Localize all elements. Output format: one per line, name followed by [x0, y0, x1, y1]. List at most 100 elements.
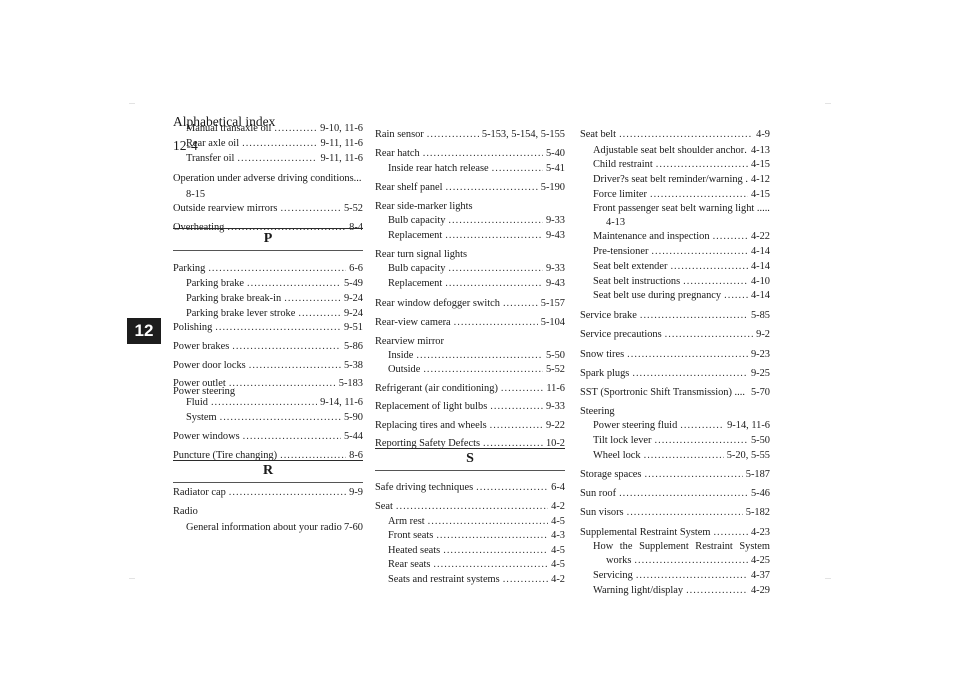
- index-entry[interactable]: Parking6-6: [173, 262, 363, 276]
- index-entry[interactable]: Outside rearview mirrors5-52: [173, 202, 363, 216]
- index-entry[interactable]: Heated seats4-5: [388, 544, 565, 558]
- index-entry[interactable]: Inside rear hatch release5-41: [388, 162, 565, 176]
- index-entry[interactable]: Replacement9-43: [388, 229, 565, 243]
- index-term: Snow tires: [580, 349, 625, 360]
- index-entry[interactable]: Seat belt4-9: [580, 128, 770, 142]
- index-entry[interactable]: 8-15: [186, 188, 363, 202]
- index-term: Sun visors: [580, 507, 624, 518]
- index-entry[interactable]: Spark plugs9-25: [580, 367, 770, 381]
- index-entry[interactable]: Transfer oil9-11, 11-6: [186, 152, 363, 166]
- index-entry[interactable]: Service precautions9-2: [580, 328, 770, 342]
- index-entry[interactable]: Rear shelf panel5-190: [375, 181, 565, 195]
- index-entry[interactable]: Seat belt extender4-14: [593, 260, 770, 274]
- index-entry[interactable]: Safe driving techniques6-4: [375, 481, 565, 495]
- index-entry[interactable]: Parking brake break-in9-24: [186, 292, 363, 306]
- index-entry[interactable]: Front passenger seat belt warning light …: [593, 202, 770, 216]
- index-entry[interactable]: Power steering: [173, 385, 363, 399]
- index-entry[interactable]: Rear turn signal lights: [375, 248, 565, 262]
- index-entry[interactable]: Power windows5-44: [173, 430, 363, 444]
- index-entry[interactable]: Steering: [580, 405, 770, 419]
- index-entry[interactable]: Driver?s seat belt reminder/warning . 4-…: [593, 173, 770, 187]
- chapter-tab[interactable]: 12: [127, 318, 161, 344]
- index-entry[interactable]: Manual transaxle oil9-10, 11-6: [186, 122, 363, 136]
- index-entry[interactable]: Power outlet5-183: [173, 377, 363, 391]
- index-entry[interactable]: Power steering fluid9-14, 11-6: [593, 419, 770, 433]
- index-page-ref: 4-14: [750, 290, 770, 301]
- index-entry[interactable]: Storage spaces5-187: [580, 468, 770, 482]
- index-entry[interactable]: Radiator cap9-9: [173, 486, 363, 500]
- section-letter: R: [262, 463, 274, 478]
- dot-leader: [232, 340, 341, 354]
- index-entry[interactable]: Operation under adverse driving conditio…: [173, 172, 363, 186]
- index-entry[interactable]: System5-90: [186, 411, 363, 425]
- index-entry[interactable]: Parking brake5-49: [186, 277, 363, 291]
- index-entry[interactable]: Child restraint4-15: [593, 158, 770, 172]
- dot-leader: [298, 307, 341, 321]
- index-entry[interactable]: Adjustable seat belt shoulder anchor. 4-…: [593, 144, 770, 158]
- index-entry[interactable]: Seat belt use during pregnancy4-14: [593, 289, 770, 303]
- index-entry[interactable]: Pre-tensioner4-14: [593, 245, 770, 259]
- index-entry[interactable]: Replacing tires and wheels9-22: [375, 419, 565, 433]
- index-entry[interactable]: Bulb capacity9-33: [388, 214, 565, 228]
- index-entry[interactable]: Seat4-2: [375, 500, 565, 514]
- dot-leader: [619, 487, 748, 501]
- index-page-ref: 4-12: [750, 174, 770, 185]
- index-entry[interactable]: Rear seats4-5: [388, 558, 565, 572]
- index-entry[interactable]: Rear hatch5-40: [375, 147, 565, 161]
- index-entry[interactable]: Power door locks5-38: [173, 359, 363, 373]
- index-entry[interactable]: Bulb capacity9-33: [388, 262, 565, 276]
- index-entry[interactable]: Seats and restraint systems4-2: [388, 573, 565, 587]
- index-entry[interactable]: Force limiter4-15: [593, 188, 770, 202]
- index-entry[interactable]: Rear window defogger switch5-157: [375, 297, 565, 311]
- dot-leader: [454, 316, 538, 330]
- index-term: Outside: [388, 364, 421, 375]
- index-entry[interactable]: Refrigerant (air conditioning)11-6: [375, 382, 565, 396]
- index-entry[interactable]: Radio: [173, 505, 363, 519]
- index-entry[interactable]: Front seats4-3: [388, 529, 565, 543]
- dot-leader: [433, 558, 548, 572]
- index-entry[interactable]: Sun visors5-182: [580, 506, 770, 520]
- index-entry[interactable]: works4-25: [606, 554, 770, 568]
- index-entry[interactable]: Sun roof5-46: [580, 487, 770, 501]
- index-entry[interactable]: Maintenance and inspection4-22: [593, 230, 770, 244]
- index-term: Seats and restraint systems: [388, 574, 500, 585]
- index-entry[interactable]: 4-13: [606, 216, 770, 230]
- index-entry[interactable]: Rain sensor5-153, 5-154, 5-155: [375, 128, 565, 142]
- index-entry[interactable]: Fluid9-14, 11-6: [186, 396, 363, 410]
- index-entry[interactable]: Replacement9-43: [388, 277, 565, 291]
- index-term: Puncture (Tire changing): [173, 450, 278, 461]
- section-rule: [173, 460, 363, 461]
- index-entry[interactable]: Inside5-50: [388, 349, 565, 363]
- index-entry[interactable]: Supplemental Restraint System4-23: [580, 526, 770, 540]
- index-entry[interactable]: Rearview mirror: [375, 335, 565, 349]
- index-entry[interactable]: Seat belt instructions4-10: [593, 275, 770, 289]
- dot-leader: [644, 468, 742, 482]
- index-entry[interactable]: Service brake5-85: [580, 309, 770, 323]
- index-entry[interactable]: How the Supplement Restraint System: [593, 540, 770, 554]
- index-entry[interactable]: Rear-view camera5-104: [375, 316, 565, 330]
- index-entry[interactable]: SST (Sportronic Shift Transmission) ....…: [580, 386, 770, 400]
- index-term: Polishing: [173, 322, 213, 333]
- index-entry[interactable]: Warning light/display4-29: [593, 584, 770, 598]
- index-entry[interactable]: Wheel lock5-20, 5-55: [593, 449, 770, 463]
- index-entry[interactable]: Snow tires9-23: [580, 348, 770, 362]
- index-entry[interactable]: Rear axle oil9-11, 11-6: [186, 137, 363, 151]
- index-entry[interactable]: Power brakes5-86: [173, 340, 363, 354]
- index-page-ref: 4-9: [756, 129, 770, 140]
- index-entry[interactable]: Outside5-52: [388, 363, 565, 377]
- index-entry[interactable]: Tilt lock lever5-50: [593, 434, 770, 448]
- index-entry[interactable]: Replacement of light bulbs9-33: [375, 400, 565, 414]
- index-entry[interactable]: Servicing4-37: [593, 569, 770, 583]
- index-entry[interactable]: Reporting Safety Defects10-2: [375, 437, 565, 451]
- index-entry[interactable]: Arm rest4-5: [388, 515, 565, 529]
- index-entry[interactable]: Overheating8-4: [173, 221, 363, 235]
- index-entry[interactable]: Parking brake lever stroke9-24: [186, 307, 363, 321]
- index-entry[interactable]: Polishing9-51: [173, 321, 363, 335]
- index-page-ref: 4-14: [750, 246, 770, 257]
- dot-leader: [619, 128, 753, 142]
- index-page-ref: 8-6: [349, 450, 363, 461]
- dot-leader: [670, 260, 748, 274]
- index-entry[interactable]: Puncture (Tire changing) 8-6: [173, 449, 363, 463]
- index-entry[interactable]: Rear side-marker lights: [375, 200, 565, 214]
